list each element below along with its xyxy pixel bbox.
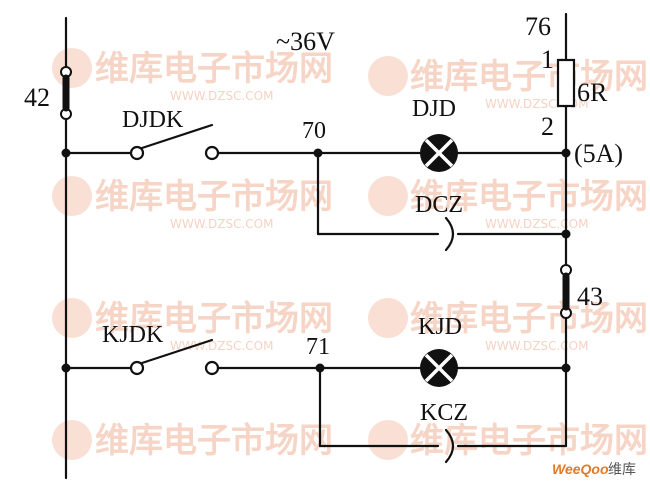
fuse-pin-2: 2 bbox=[541, 112, 554, 141]
fuse-6r bbox=[556, 58, 576, 108]
watermark-layer: 维库电子市场网 WWW.DZSC.COM 维库电子市场网 WWW.DZSC.CO… bbox=[52, 48, 648, 461]
watermark-text: 维库电子市场网 bbox=[410, 177, 648, 217]
lamp-djd-label: DJD bbox=[412, 96, 456, 122]
wire-number-42: 42 bbox=[24, 83, 50, 112]
lamp-kjd bbox=[420, 349, 458, 387]
watermark-text: 维库电子市场网 bbox=[95, 49, 333, 89]
watermark-logo: 维库电子市场网 WWW.DZSC.COM bbox=[368, 176, 648, 231]
watermark-logo: 维库电子市场网 WWW.DZSC.COM bbox=[368, 56, 648, 111]
fuse-rating: (5A) bbox=[574, 139, 623, 168]
watermark-url: WWW.DZSC.COM bbox=[170, 217, 273, 231]
watermark-text: 维库电子市场网 bbox=[95, 177, 333, 217]
watermark-url: WWW.DZSC.COM bbox=[170, 89, 273, 103]
lamp-djd bbox=[420, 134, 458, 172]
switch-djdk-label: DJDK bbox=[122, 107, 184, 133]
watermark-url: WWW.DZSC.COM bbox=[485, 339, 588, 353]
node-70-label: 70 bbox=[302, 118, 326, 144]
watermark-text: 维库电子市场网 bbox=[95, 299, 333, 339]
switch-kjdk-label: KJDK bbox=[102, 322, 164, 348]
fuse-pin-1: 1 bbox=[541, 45, 554, 74]
watermark-logo: 维库电子市场网 WWW.DZSC.COM bbox=[52, 176, 333, 231]
watermark-logo: 维库电子市场网 WWW.DZSC.COM bbox=[52, 48, 333, 103]
watermark-logo: 维库电子市场网 bbox=[52, 420, 333, 461]
supply-voltage-label: ~36V bbox=[276, 27, 335, 56]
watermark-url: WWW.DZSC.COM bbox=[485, 217, 588, 231]
wire-number-76: 76 bbox=[525, 12, 551, 41]
watermark-text: 维库电子市场网 bbox=[95, 421, 333, 461]
watermark-text: 维库电子市场网 bbox=[410, 299, 648, 339]
lower-branch bbox=[64, 338, 568, 464]
upper-branch bbox=[64, 123, 571, 252]
watermark-logo: 维库电子市场网 bbox=[368, 420, 648, 461]
socket-dcz-label: DCZ bbox=[415, 192, 463, 218]
node-71-label: 71 bbox=[306, 334, 330, 360]
watermark-text: 维库电子市场网 bbox=[410, 57, 648, 97]
right-bus bbox=[556, 12, 576, 448]
watermark-text: 维库电子市场网 bbox=[410, 421, 648, 461]
watermark-url: WWW.DZSC.COM bbox=[170, 339, 273, 353]
watermark-logo: 维库电子市场网 WWW.DZSC.COM bbox=[368, 298, 648, 353]
left-bus bbox=[60, 16, 72, 480]
credit-brand: WeeQoo bbox=[552, 461, 609, 477]
fuse-resistance: 6R bbox=[577, 78, 608, 107]
wire-number-43: 43 bbox=[577, 282, 603, 311]
socket-kcz-label: KCZ bbox=[420, 400, 468, 426]
lamp-kjd-label: KJD bbox=[418, 314, 462, 340]
watermark-logo: 维库电子市场网 WWW.DZSC.COM bbox=[52, 298, 333, 353]
credit-cn: 维库 bbox=[608, 462, 636, 478]
